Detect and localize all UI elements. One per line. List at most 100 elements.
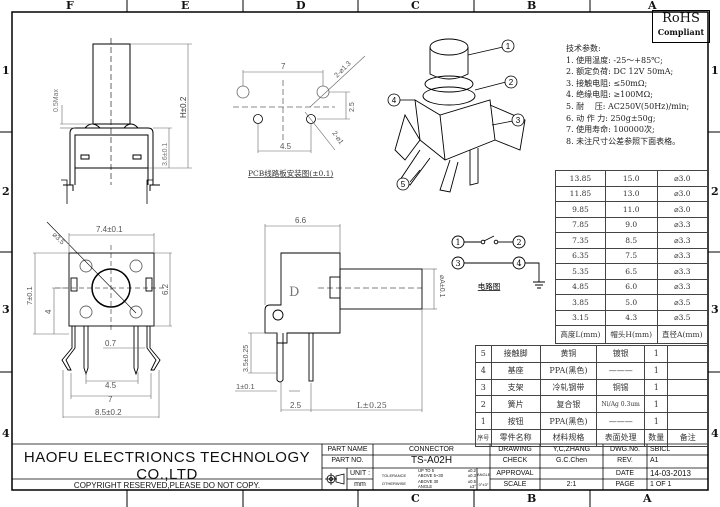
grid-row-2: 2 [2, 185, 10, 198]
dimension-cell: 11.0 [604, 201, 658, 218]
dimension-header: 直径A(mm) [656, 325, 709, 344]
front-dim-6-2: 6.2 [161, 283, 170, 295]
part-cell: 1 [644, 361, 669, 380]
scale-value: 2:1 [566, 481, 577, 488]
part-cell: 1 [644, 395, 669, 414]
rev-value: A1 [650, 457, 659, 464]
tol-range: ABOVE 5~30 [418, 473, 444, 479]
part-cell: ——— [596, 361, 646, 380]
unit-label: UNIT : [349, 470, 371, 477]
tol-value: ±0.5 [467, 478, 476, 484]
pcb-dim-2-5: 2.5 [349, 102, 356, 112]
dim-3-6: 3.6±0.1 [162, 143, 169, 166]
scale-label: SCALE [503, 481, 527, 488]
front-dim-8-5: 8.5±0.2 [95, 408, 122, 417]
part-cell: 4 [475, 361, 492, 380]
dimension-cell: 7.85 [555, 216, 606, 233]
circuit-caption: 电路图 [478, 281, 501, 291]
grid-row-4: 4 [2, 427, 10, 440]
part-header: 表面处理 [596, 428, 646, 447]
dimension-cell: ⌀3.0 [656, 201, 709, 218]
dimension-cell: 4.3 [604, 309, 658, 326]
dimension-cell: 4.85 [555, 278, 606, 295]
tol-range: UP TO 5 [418, 468, 435, 473]
part-cell: 1 [644, 378, 669, 397]
spec-item: 3. 接触电阻: ≤50mΩ; [566, 78, 648, 88]
grid-col-c: C [411, 0, 420, 12]
dimension-cell: 9.0 [604, 216, 658, 233]
part-cell: 支架 [490, 378, 541, 397]
check-label: CHECK [502, 457, 528, 464]
rohs-subtitle: Compliant [657, 27, 705, 37]
front-view [33, 179, 172, 418]
front-dim-height: 7±0.1 [25, 286, 34, 305]
side-view-right [235, 224, 437, 412]
company-name: HAOFU ELECTRIONCS TECHNOLOGY CO.,LTD [23, 449, 311, 483]
circuit-node-1: 1 [455, 238, 460, 247]
part-header: 序号 [475, 428, 492, 447]
part-cell: 复合银 [539, 395, 598, 414]
otherwise-label: OTHERWISE [381, 481, 407, 486]
side-dim-pin: 3.5±0.25 [243, 345, 250, 372]
tol-range: ABOVE 30 [418, 478, 439, 484]
tolerance-table: UP TO 5±0.2 ABOVE 5~30±0.3 ABOVE 30±0.5 … [418, 468, 476, 490]
side-dim-6-6: 6.6 [295, 216, 307, 225]
balloon-3: 3 [516, 116, 521, 125]
dimension-cell: 11.85 [555, 185, 606, 202]
dimension-cell: 6.0 [604, 278, 658, 295]
balloon-5: 5 [401, 180, 406, 189]
part-cell: 基座 [490, 361, 541, 380]
part-cell: 1 [644, 345, 669, 363]
part-cell: 3 [475, 378, 492, 397]
grid-col-a: A [648, 0, 657, 12]
rohs-title: RoHS [662, 11, 700, 26]
spec-item: 6. 动 作 力: 250g±50g; [566, 113, 656, 123]
balloon-callouts [387, 39, 525, 191]
dimension-header-row: 高度L(mm)帽头H(mm)直径A(mm) [555, 325, 709, 344]
part-header-row: 序号零件名称材料规格表面处理数量备注 [475, 428, 708, 447]
check-value: G.C.Chen [555, 457, 588, 464]
circuit-diagram [451, 235, 545, 289]
grid-row-3-right: 3 [711, 303, 719, 316]
part-name-value: CONNECTOR [409, 446, 454, 453]
dimension-cell: 7.5 [604, 247, 658, 264]
title-block-grid [12, 443, 708, 490]
dimension-cell: ⌀3.3 [656, 263, 709, 280]
grid-row-3: 3 [2, 303, 10, 316]
front-dim-0-7: 0.7 [105, 339, 117, 348]
dimension-cell: 3.15 [555, 309, 606, 326]
part-cell: PPA(黑色) [539, 412, 598, 430]
side-dim-thickness: 1±0.1 [236, 382, 255, 391]
frame-border [11, 11, 709, 491]
part-cell: PPA(黑色) [539, 361, 598, 380]
part-cell: ——— [596, 412, 646, 430]
part-cell [667, 345, 708, 363]
dimension-cell: 15.0 [604, 170, 658, 187]
copyright-notice: COPYRIGHT RESERVED,PLEASE DO NOT COPY. [73, 481, 261, 490]
dimension-cell: 13.85 [555, 170, 606, 187]
front-dim-4-5: 4.5 [105, 381, 117, 390]
part-cell [667, 378, 708, 397]
circuit-node-3: 3 [455, 259, 460, 268]
side-mark-d: D [289, 285, 299, 300]
dimension-cell: 6.5 [604, 263, 658, 280]
isometric-view [389, 38, 526, 193]
grid-row-4-right: 4 [711, 427, 719, 440]
page-label: PAGE [615, 481, 635, 488]
front-dim-7: 7 [108, 395, 113, 404]
grid-col-b-bottom: B [527, 492, 537, 505]
pcb-dim-hole2: 2-⌀1 [330, 130, 344, 146]
grid-col-e: E [181, 0, 190, 12]
